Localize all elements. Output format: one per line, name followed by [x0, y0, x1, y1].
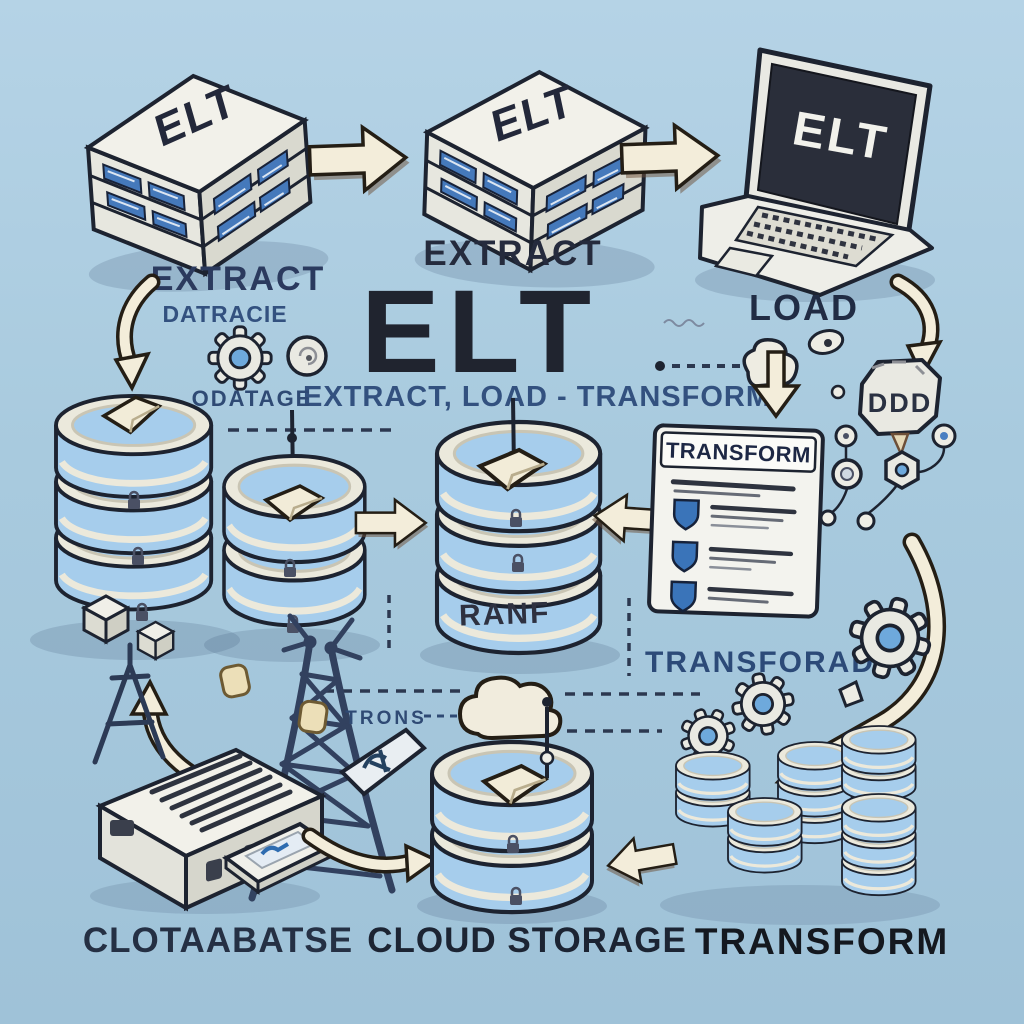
- small-node: [838, 679, 864, 708]
- transform-panel: TRANSFORM: [647, 423, 825, 619]
- extract1-label: EXTRACT: [151, 260, 326, 298]
- database-icon: [204, 456, 380, 662]
- download-arrow-icon: [742, 337, 802, 419]
- database-cluster: [660, 724, 940, 925]
- gear-caption: ODATAGE: [192, 386, 313, 411]
- dash-origin-dot: [655, 361, 665, 371]
- gear-icon: [726, 667, 800, 741]
- arrow-icon: [307, 123, 413, 200]
- gear-icon: [207, 325, 273, 391]
- badge-icon: DDD: [858, 358, 942, 458]
- badge-text: DDD: [868, 388, 933, 418]
- small-node: [830, 384, 846, 400]
- main-title: ELT: [361, 266, 599, 398]
- transform-panel-header: TRANSFORM: [665, 438, 811, 468]
- cloud-icon: [457, 675, 563, 741]
- extract1-sublabel: DATRACIE: [162, 301, 287, 327]
- cube-icon: [136, 620, 175, 660]
- chart-card-icon: [222, 821, 336, 895]
- chart-card-icon: [338, 727, 428, 797]
- laptop-icon: ELT: [695, 47, 935, 302]
- node-network-icon: [819, 423, 957, 531]
- trons-caption: TRONS: [345, 708, 427, 729]
- blob-decoration: [297, 699, 329, 735]
- bottom-label-right: TRANSFORM: [695, 921, 949, 962]
- cube-icon: [82, 594, 130, 644]
- db-band-text: RANF: [458, 596, 550, 632]
- arrow-icon: [600, 830, 681, 894]
- extract2-label: EXTRACT: [423, 234, 602, 273]
- database-icon: [30, 392, 240, 660]
- curved-arrow-icon: [113, 273, 161, 392]
- database-icon: [417, 707, 607, 924]
- oval-button-icon: [807, 329, 845, 355]
- bottom-label-center: CLOUD STORAGE: [367, 921, 687, 960]
- spiral-button-icon: [286, 335, 328, 377]
- database-icon: RANF: [420, 397, 620, 674]
- blob-decoration: [219, 663, 251, 699]
- bottom-label-left: CLOTAABATSE: [83, 921, 353, 960]
- antenna-icon: [92, 642, 166, 765]
- curved-arrow-icon: [301, 827, 440, 884]
- subtitle: EXTRACT, LOAD - TRANSFORM: [303, 381, 771, 413]
- dashed-guides: [228, 364, 742, 733]
- scribble-decoration: [663, 319, 705, 327]
- document-box-icon: [90, 747, 327, 914]
- arrow-icon: [354, 498, 430, 552]
- load-label: LOAD: [749, 287, 859, 328]
